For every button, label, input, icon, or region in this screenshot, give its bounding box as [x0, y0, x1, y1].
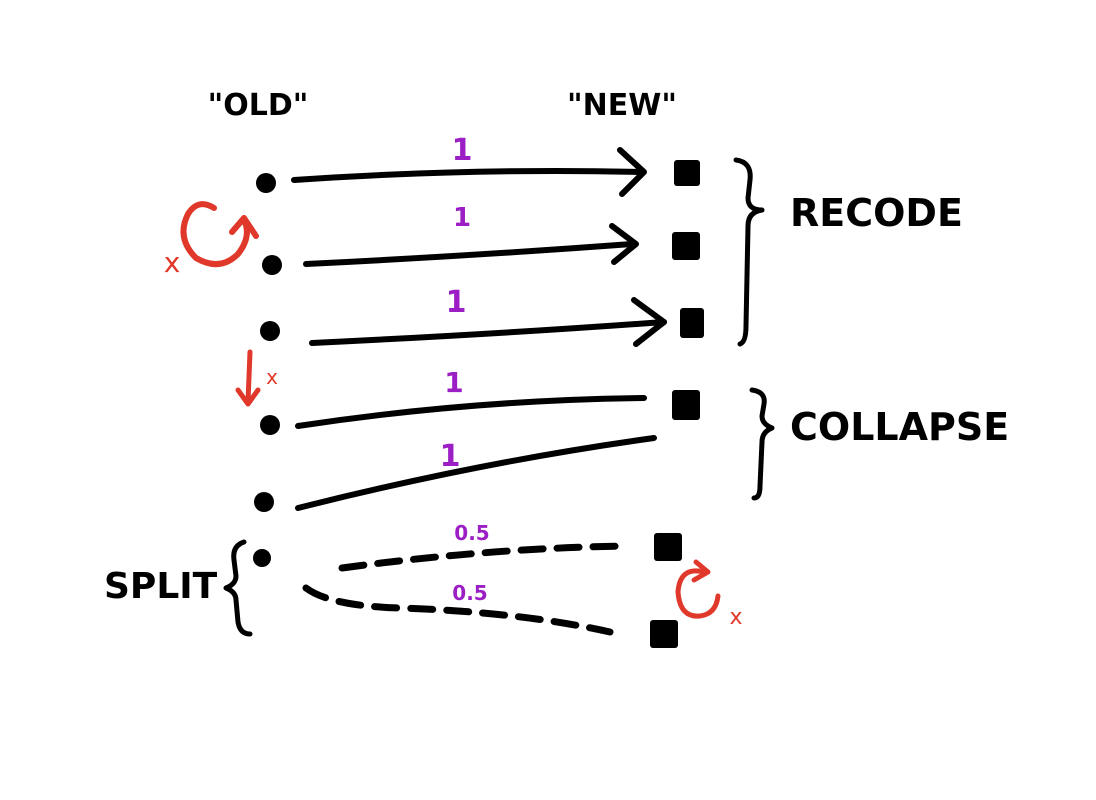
weight-label: 1 — [452, 133, 473, 168]
collapse-label: COLLAPSE — [790, 405, 1009, 449]
collapse-line — [295, 395, 647, 429]
recode-arrows — [291, 147, 667, 347]
recode-arrow — [303, 241, 635, 267]
new-node — [672, 232, 700, 260]
weight-label: 1 — [453, 203, 471, 233]
weight-label: 1 — [444, 366, 463, 399]
old-node — [256, 173, 276, 193]
old-node — [260, 415, 280, 435]
old-nodes — [253, 173, 282, 567]
arrow-head — [631, 297, 667, 347]
split-lines — [302, 542, 632, 636]
annotation-mark: x — [266, 365, 278, 389]
recode-brace — [733, 157, 765, 347]
weight-label: 0.5 — [452, 581, 487, 605]
loop-arrowhead-icon — [691, 559, 711, 583]
loop-arrow-icon — [180, 201, 250, 267]
new-node — [672, 390, 700, 420]
recode-label: RECODE — [790, 191, 963, 235]
new-node — [650, 620, 678, 648]
split-line — [302, 584, 614, 636]
weight-label: 1 — [440, 439, 461, 474]
annotation-mark: x — [729, 605, 742, 630]
annotations: x x x — [164, 201, 743, 630]
collapse-lines — [295, 395, 657, 511]
split-line — [338, 542, 632, 572]
new-header: "NEW" — [567, 88, 677, 123]
split-label: SPLIT — [104, 566, 218, 607]
weight-label: 0.5 — [454, 521, 489, 545]
new-node — [680, 308, 704, 338]
old-node — [260, 321, 280, 341]
old-node — [262, 255, 282, 275]
annotation-mark: x — [164, 246, 181, 279]
old-node — [254, 492, 274, 512]
new-nodes — [650, 160, 704, 648]
arrow-head — [609, 223, 639, 265]
recode-arrow — [291, 168, 645, 183]
weight-label: 1 — [446, 285, 467, 320]
collapse-brace — [749, 387, 775, 501]
recode-arrow — [309, 319, 667, 346]
split-brace — [223, 539, 253, 637]
loop-arrowhead-icon — [229, 215, 259, 239]
arrow-head — [617, 147, 647, 197]
down-arrow-icon — [235, 349, 261, 407]
collapse-line — [295, 435, 657, 511]
old-header: "OLD" — [208, 88, 309, 123]
new-node — [654, 533, 682, 561]
loop-arrow-icon — [675, 568, 721, 619]
weights: 1 1 1 1 1 0.5 0.5 — [440, 133, 490, 605]
old-node — [253, 549, 271, 567]
new-node — [674, 160, 700, 186]
